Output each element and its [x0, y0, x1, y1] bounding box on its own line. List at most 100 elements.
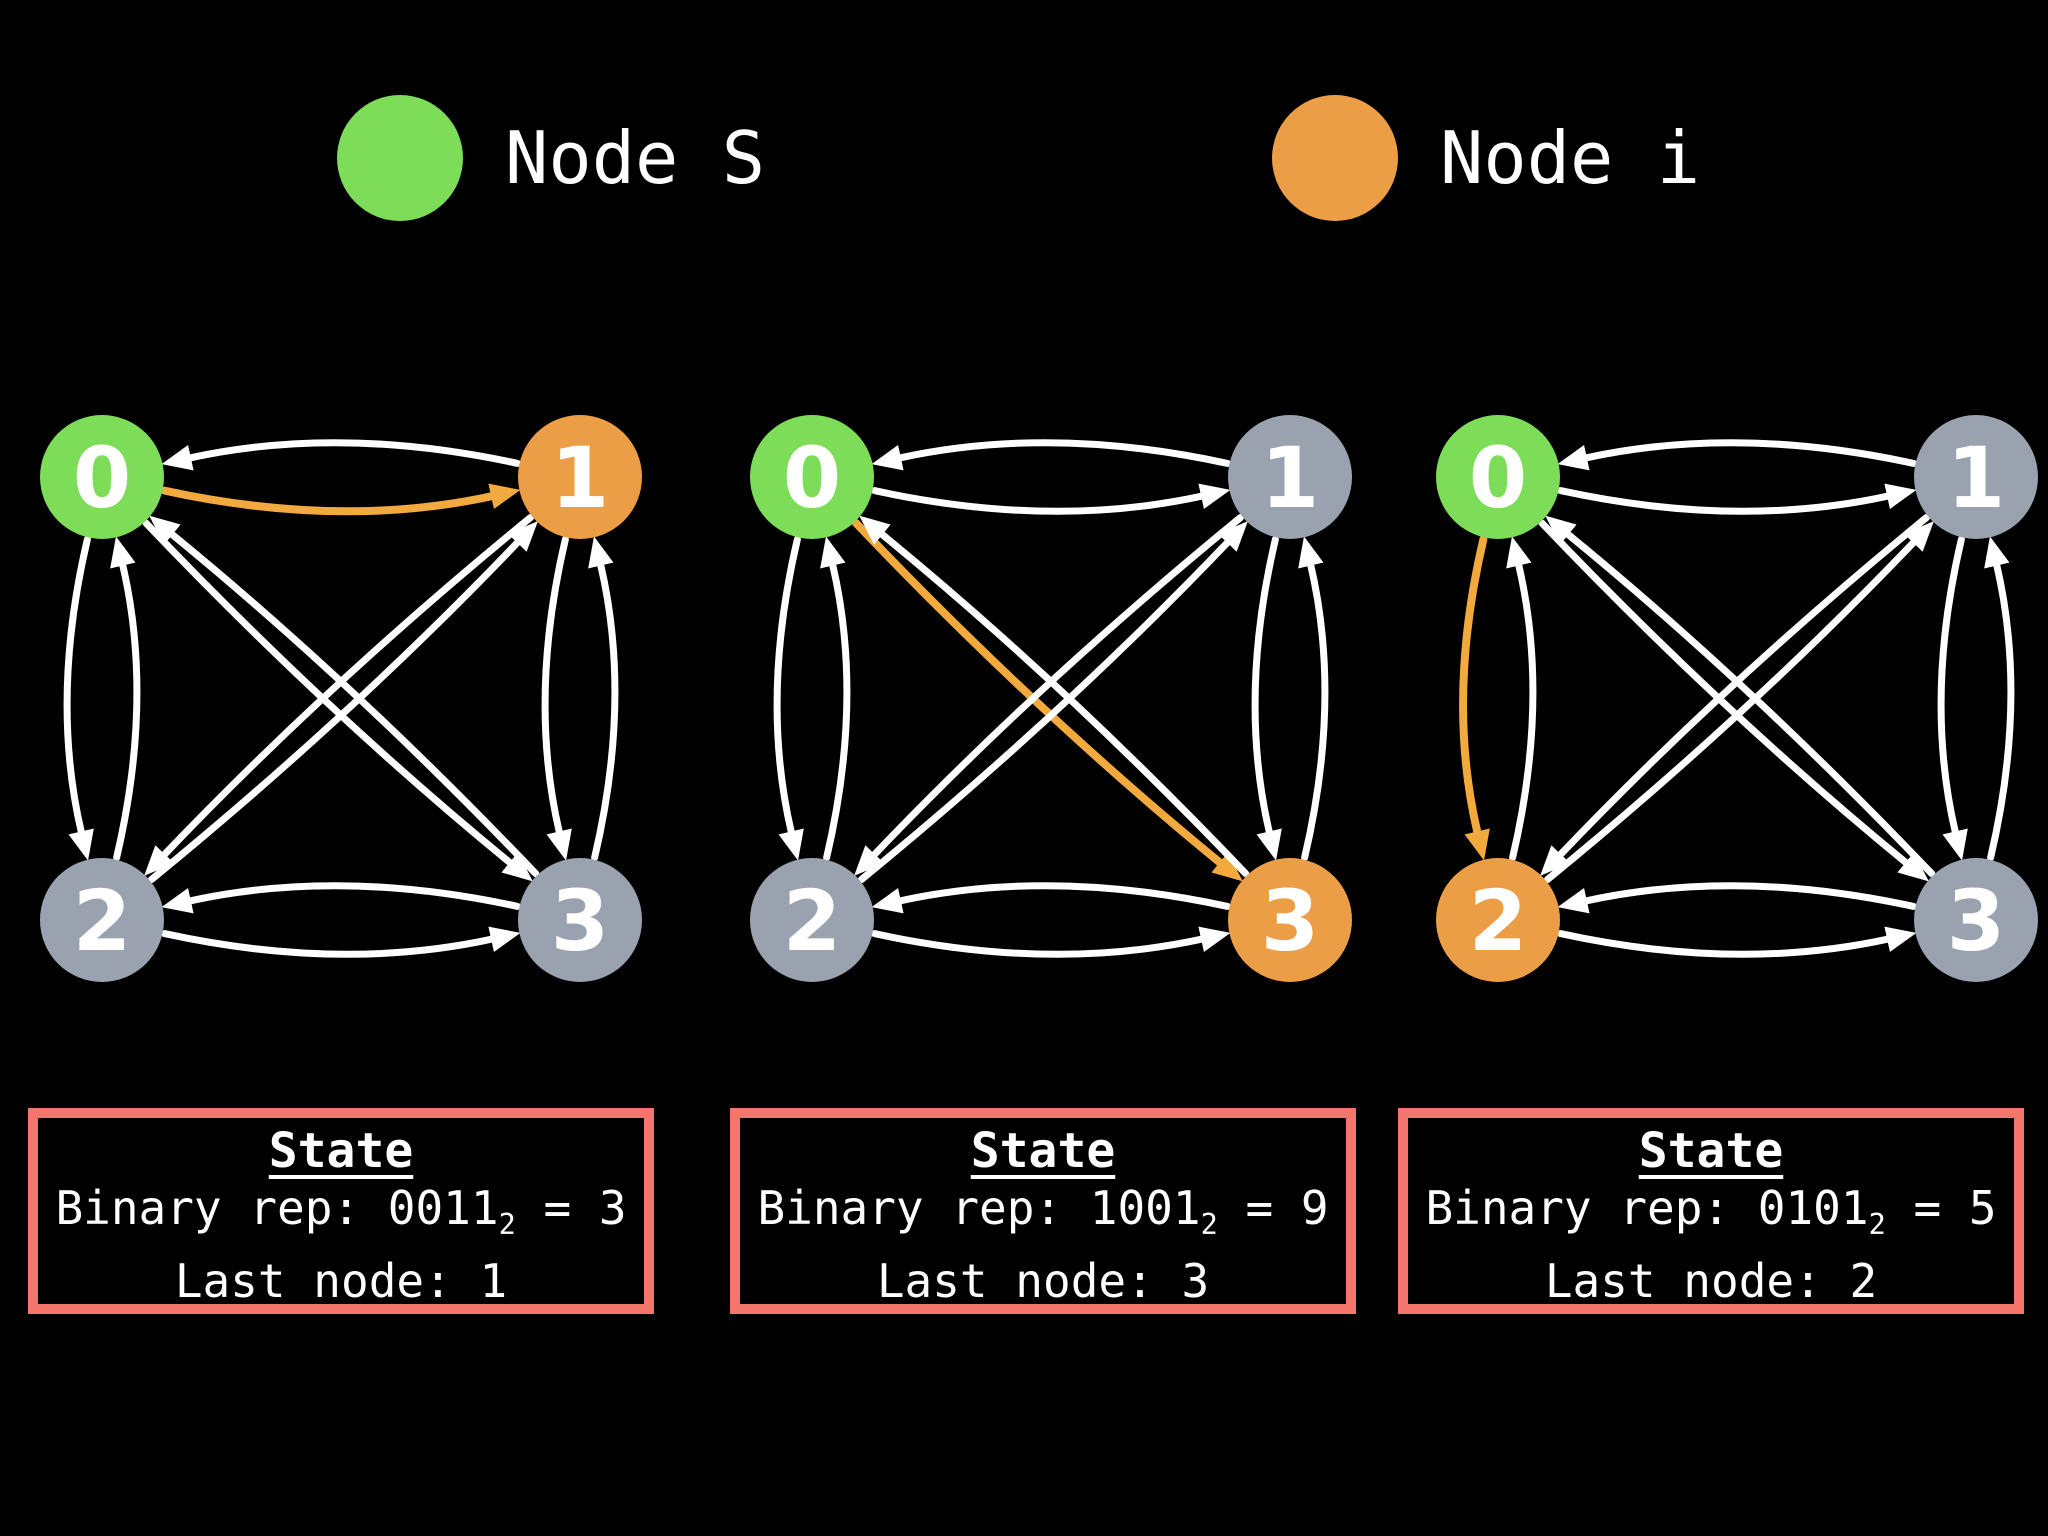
node-circle	[1914, 415, 2038, 539]
state-title: State	[268, 1123, 414, 1179]
highlighted-edge-0-to-2	[1459, 535, 1490, 861]
node-label: 3	[551, 872, 609, 970]
edge-3-to-0	[149, 515, 540, 878]
node-circle	[750, 415, 874, 539]
node-i-color-swatch	[1272, 95, 1398, 221]
edge-3-to-2	[161, 882, 521, 914]
edge-3-to-0	[859, 515, 1250, 878]
graph-node-2-default: 2	[750, 858, 874, 982]
legend-label-node-i: Node i	[1440, 116, 1701, 200]
node-circle	[518, 415, 642, 539]
node-label: 1	[551, 429, 609, 527]
state-box-1: State Binary rep: 00112 = 3 Last node: 1	[28, 1108, 654, 1314]
state-box-2: State Binary rep: 10012 = 9 Last node: 3	[730, 1108, 1356, 1314]
binary-rep-line: Binary rep: 01012 = 5	[1408, 1180, 2014, 1253]
edge-1-to-2	[854, 514, 1244, 876]
edge-0-to-2	[63, 535, 94, 861]
graph-node-2-current: 2	[1436, 858, 1560, 982]
graph-node-3-default: 3	[518, 858, 642, 982]
edge-0-to-2	[773, 535, 804, 861]
node-circle	[1228, 858, 1352, 982]
node-label: 0	[783, 429, 841, 527]
node-label: 2	[783, 872, 841, 970]
legend-item-node-i: Node i	[1272, 95, 1700, 221]
node-circle	[518, 858, 642, 982]
binary-base-subscript: 2	[498, 1208, 516, 1242]
legend-label-node-s: Node S	[505, 116, 766, 200]
highlighted-edge-0-to-3	[852, 519, 1243, 882]
node-label: 2	[73, 872, 131, 970]
edge-2-to-1	[858, 521, 1248, 883]
node-label: 1	[1947, 429, 2005, 527]
binary-value: 0011	[387, 1181, 499, 1235]
edge-1-to-3	[1937, 535, 1968, 861]
edge-3-to-1	[588, 536, 619, 862]
last-node-line: Last node: 2	[1544, 1254, 1878, 1309]
state-box-3: State Binary rep: 01012 = 5 Last node: 2	[1398, 1108, 2024, 1314]
binary-base-subscript: 2	[1868, 1208, 1886, 1242]
node-label: 3	[1947, 872, 2005, 970]
binary-value: 0101	[1757, 1181, 1869, 1235]
node-label: 2	[1469, 872, 1527, 970]
node-circle	[1914, 858, 2038, 982]
binary-decimal: = 3	[515, 1181, 627, 1235]
node-label: 0	[73, 429, 131, 527]
graph-node-0-start: 0	[1436, 415, 1560, 539]
node-label: 1	[1261, 429, 1319, 527]
node-s-color-swatch	[337, 95, 463, 221]
binary-prefix: Binary rep:	[1425, 1181, 1758, 1235]
edge-3-to-2	[1557, 882, 1917, 914]
binary-base-subscript: 2	[1200, 1208, 1218, 1242]
last-node-line: Last node: 1	[174, 1254, 508, 1309]
graph-node-1-default: 1	[1228, 415, 1352, 539]
binary-decimal: = 5	[1885, 1181, 1997, 1235]
edge-2-to-1	[1544, 521, 1934, 883]
graph-node-1-current: 1	[518, 415, 642, 539]
graph-state-1001: 0 1 2 3	[750, 415, 1352, 982]
binary-rep-line: Binary rep: 00112 = 3	[38, 1180, 644, 1253]
graph-node-3-default: 3	[1914, 858, 2038, 982]
state-title: State	[970, 1123, 1116, 1179]
node-circle	[40, 858, 164, 982]
edge-2-to-0	[110, 536, 141, 862]
edge-0-to-3	[1538, 519, 1929, 882]
binary-prefix: Binary rep:	[55, 1181, 388, 1235]
graph-node-0-start: 0	[750, 415, 874, 539]
node-circle	[40, 415, 164, 539]
edge-3-to-1	[1984, 536, 2015, 862]
node-circle	[1228, 415, 1352, 539]
binary-prefix: Binary rep:	[757, 1181, 1090, 1235]
graph-node-0-start: 0	[40, 415, 164, 539]
node-circle	[1436, 415, 1560, 539]
node-circle	[1436, 858, 1560, 982]
edge-1-to-0	[1557, 439, 1917, 471]
last-node-line: Last node: 3	[876, 1254, 1210, 1309]
edge-1-to-2	[1540, 514, 1930, 876]
edge-2-to-3	[1557, 926, 1917, 958]
binary-decimal: = 9	[1217, 1181, 1329, 1235]
edge-3-to-1	[1298, 536, 1329, 862]
node-label: 3	[1261, 872, 1319, 970]
state-title: State	[1638, 1123, 1784, 1179]
edge-1-to-3	[541, 535, 572, 861]
graph-state-0101: 0 1 2 3	[1436, 415, 2038, 982]
edge-0-to-3	[142, 519, 533, 882]
binary-value: 1001	[1089, 1181, 1201, 1235]
graph-node-1-default: 1	[1914, 415, 2038, 539]
graph-node-3-current: 3	[1228, 858, 1352, 982]
edge-1-to-3	[1251, 535, 1282, 861]
graph-node-2-default: 2	[40, 858, 164, 982]
node-label: 0	[1469, 429, 1527, 527]
highlighted-edge-0-to-1	[160, 483, 521, 516]
edge-2-to-1	[148, 521, 538, 883]
edge-1-to-0	[871, 439, 1231, 471]
graph-state-0011: 0 1 2 3	[40, 415, 642, 982]
edge-2-to-3	[871, 926, 1231, 958]
edge-3-to-2	[871, 882, 1231, 914]
edge-2-to-0	[1506, 536, 1537, 862]
edge-0-to-1	[871, 483, 1231, 515]
edge-2-to-0	[820, 536, 851, 862]
legend-item-node-s: Node S	[337, 95, 765, 221]
node-circle	[750, 858, 874, 982]
